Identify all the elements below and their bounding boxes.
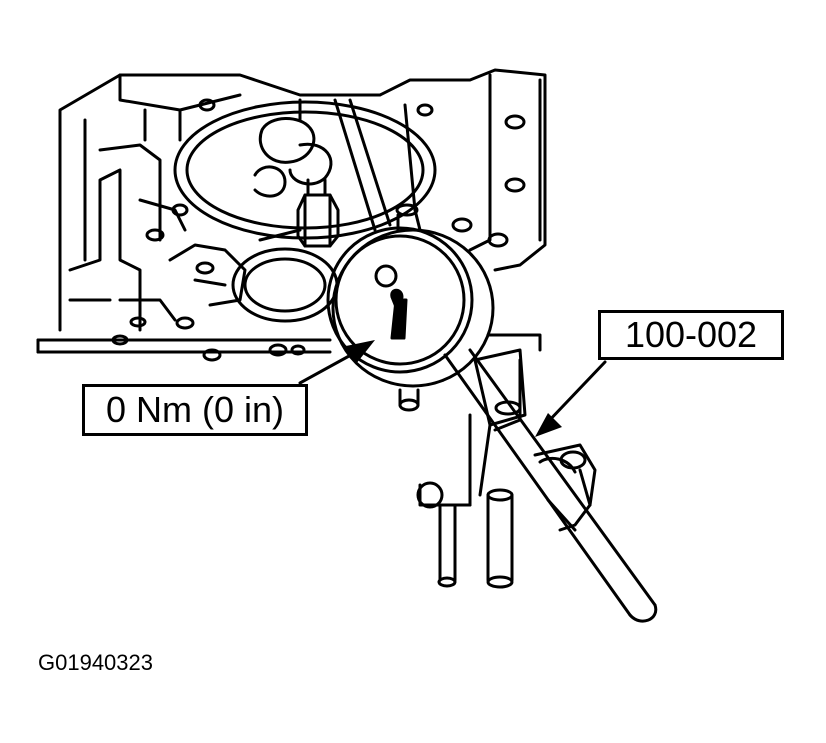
tool-label: 100-002 (624, 314, 758, 355)
extension-rod (443, 348, 658, 623)
arrowhead-torque (346, 340, 375, 364)
arrowhead-tool (535, 413, 562, 437)
torque-callout: 0 Nm (0 in) (82, 384, 308, 436)
figure-id: G01940323 (38, 650, 153, 675)
leader-lines (298, 348, 607, 427)
indicator-stand (416, 348, 527, 589)
torque-label: 0 Nm (0 in) (105, 389, 285, 430)
transmission-case (36, 68, 547, 362)
dial-indicator (326, 203, 495, 412)
tool-callout: 100-002 (598, 310, 784, 360)
